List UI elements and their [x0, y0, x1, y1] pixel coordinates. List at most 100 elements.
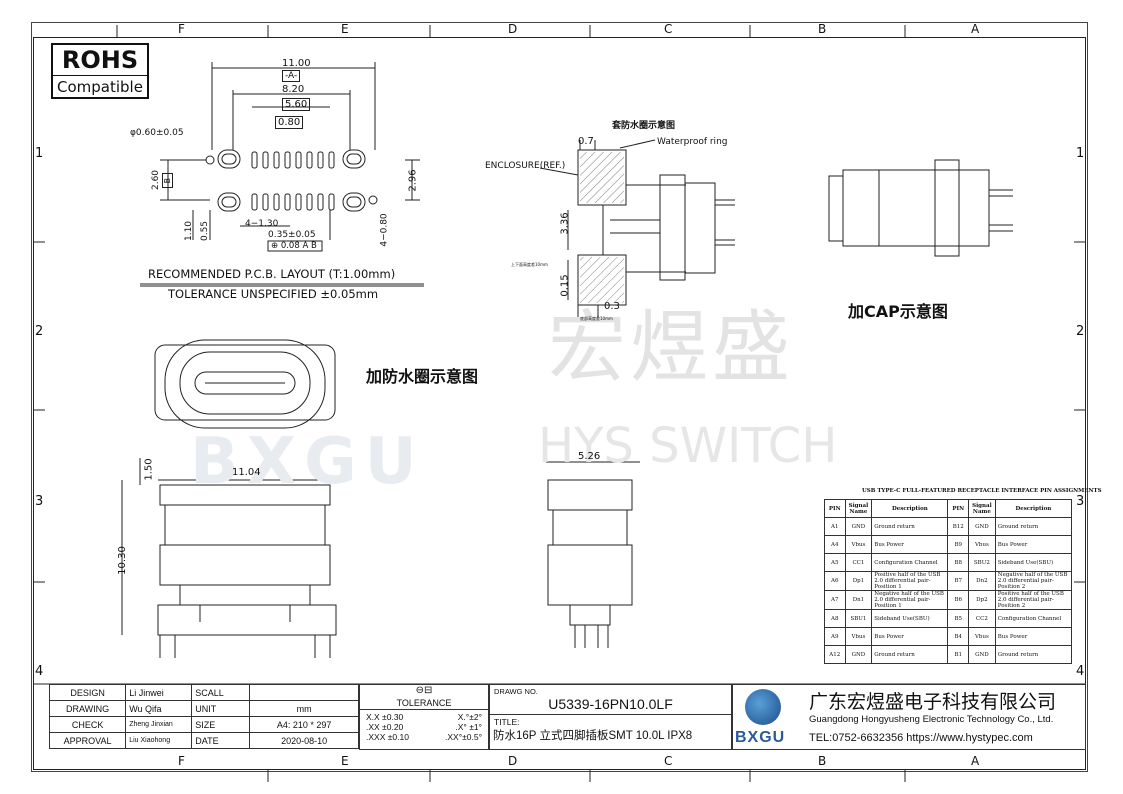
pin-table-cell: B9 — [947, 535, 970, 554]
pin-table-cell: Dn2 — [968, 571, 996, 591]
pin-table-cell: Vbus — [968, 627, 996, 646]
pin-table-title: USB TYPE-C FULL-FEATURED RECEPTACLE INTE… — [862, 488, 1102, 494]
dim-0-55: 0.55 — [200, 220, 211, 242]
unit-value: mm — [249, 700, 359, 717]
dim-0-35: 0.35±0.05 — [268, 230, 316, 240]
drawing-no: U5339-16PN10.0LF — [490, 696, 731, 715]
watermark-en: HYS SWITCH — [538, 418, 838, 474]
check-label: CHECK — [48, 716, 127, 733]
pin-table-header: Signal Name — [968, 499, 996, 518]
pin-table-cell: A12 — [824, 645, 846, 664]
pin-table-cell: GND — [844, 645, 873, 664]
column-header: D — [508, 22, 518, 36]
dim-11-00: 11.00 — [282, 58, 311, 69]
pin-table-cell: GND — [844, 517, 873, 536]
row-header: 2 — [35, 324, 44, 339]
projection-icon: ⊖⊟ — [415, 685, 433, 696]
company-name-en: Guangdong Hongyusheng Electronic Technol… — [809, 714, 1054, 725]
dim-11-04: 11.04 — [232, 467, 261, 478]
pin-table-cell: Vbus — [844, 627, 873, 646]
outer-border — [31, 22, 1088, 772]
pin-table-cell: B7 — [947, 571, 970, 591]
column-header: F — [178, 22, 185, 36]
pin-table-cell: Vbus — [968, 535, 996, 554]
size-label: SIZE — [191, 716, 251, 733]
pin-table-cell: A8 — [824, 609, 846, 628]
watermark-cn: 宏煜盛 — [548, 303, 795, 393]
row-header: 1 — [35, 146, 44, 161]
pin-table-cell: B6 — [947, 590, 970, 610]
dim-0-3: 0.3 — [604, 301, 620, 312]
dim-phi: φ0.60±0.05 — [130, 128, 184, 138]
pin-table-cell: Dn1 — [844, 590, 873, 610]
pin-table-cell: B12 — [947, 517, 970, 536]
dim-5-26: 5.26 — [578, 451, 601, 462]
drawing-label: DRAWING — [48, 700, 127, 717]
pin-table-cell: B4 — [947, 627, 970, 646]
pin-table-cell: CC1 — [844, 553, 873, 572]
pcb-tolerance: TOLERANCE UNSPECIFIED ±0.05mm — [168, 287, 379, 301]
row-header: 3 — [35, 494, 44, 509]
pin-table-cell: Configuration Channel — [871, 553, 949, 572]
small-note-1: 上下面高度差10mm — [511, 262, 548, 267]
column-header: C — [664, 754, 673, 768]
pin-table-cell: Ground return — [994, 645, 1073, 664]
dim-10-30: 10.30 — [116, 546, 128, 575]
scall-value — [249, 684, 359, 701]
column-header: A — [971, 754, 980, 768]
approval-label: APPROVAL — [48, 732, 127, 749]
pin-table-cell: A6 — [824, 571, 846, 591]
tolerance-cell: .XX°±0.5° — [445, 732, 482, 742]
pin-table-cell: Bus Power — [871, 535, 949, 554]
waterproof-ring-label: Waterproof ring — [657, 137, 728, 147]
pin-table-cell: SBU1 — [844, 609, 873, 628]
row-header: 2 — [1076, 324, 1085, 339]
column-header: F — [178, 754, 185, 768]
column-header: E — [341, 754, 349, 768]
pin-table-header: PIN — [824, 499, 846, 518]
tolerance-cell: .X° ±1° — [455, 722, 482, 732]
pin-table-cell: Negative half of the USB 2.0 differentia… — [871, 590, 949, 610]
design-label: DESIGN — [48, 684, 127, 701]
title-block-left: DESIGN Li Jinwei SCALL DRAWING Wu Qifa U… — [48, 684, 359, 749]
date-value: 2020-08-10 — [249, 732, 359, 749]
pin-table-cell: B5 — [947, 609, 970, 628]
dim-3-36: 3.36 — [559, 212, 571, 235]
tolerance-label: TOLERANCE — [360, 697, 488, 710]
pin-table-header: Description — [871, 499, 949, 518]
enclosure-label: ENCLOSURE(REF.) — [485, 161, 566, 171]
tolerance-frame: ⊕ 0.08 A B — [271, 241, 317, 251]
tolerance-row: .XXX ±0.10.XX°±0.5° — [366, 732, 482, 742]
unit-label: UNIT — [191, 700, 251, 717]
tolerance-row: .XX ±0.20 .X° ±1° — [366, 722, 482, 732]
pin-table-cell: Bus Power — [994, 535, 1073, 554]
tolerance-cell: .XX ±0.20 — [366, 722, 404, 732]
column-header: B — [818, 22, 827, 36]
pin-table-cell: Bus Power — [994, 627, 1073, 646]
drawing-frame — [33, 37, 1086, 770]
pin-table-cell: Ground return — [994, 517, 1073, 536]
pin-table-cell: Vbus — [844, 535, 873, 554]
pin-table-cell: Positive half of the USB 2.0 differentia… — [994, 590, 1073, 610]
column-header: A — [971, 22, 980, 36]
pin-table-cell: Positive half of the USB 2.0 differentia… — [871, 571, 949, 591]
dim-2-60: 2.60 — [151, 169, 162, 191]
column-header: D — [508, 754, 518, 768]
datum-b: -B- — [161, 173, 173, 188]
pin-table-cell: GND — [968, 645, 996, 664]
pin-table-cell: Configuration Channel — [994, 609, 1073, 628]
tolerance-cell: X.°±2° — [457, 712, 482, 722]
small-note-2: 底部高度差10mm — [580, 316, 613, 321]
scall-label: SCALL — [191, 684, 251, 701]
pin-table-cell: SBU2 — [968, 553, 996, 572]
title-label: TITLE: — [494, 717, 520, 727]
pin-table-cell: Dp1 — [844, 571, 873, 591]
dim-1-10: 1.10 — [184, 220, 195, 242]
product-title: 防水16P 立式四脚插板SMT 10.0L IPX8 — [493, 730, 693, 742]
